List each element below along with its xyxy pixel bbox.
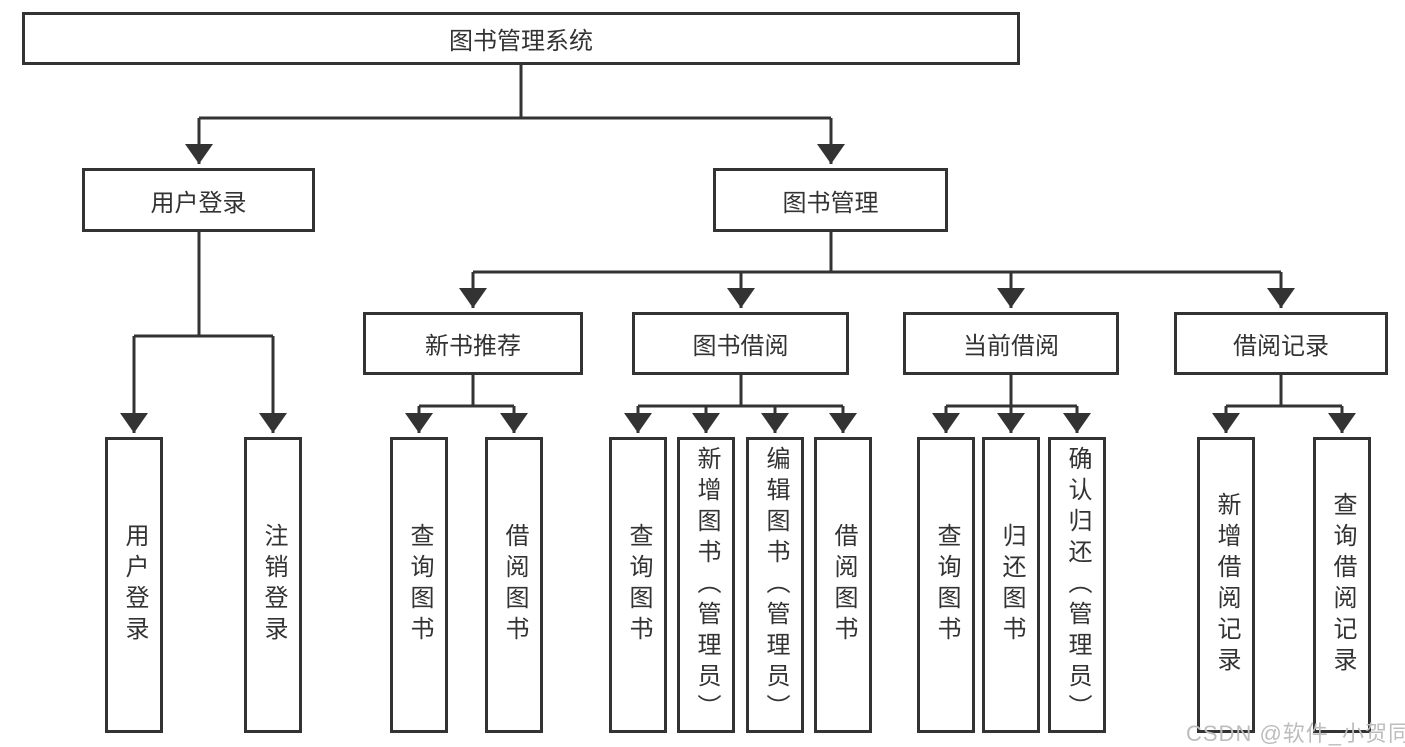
leaf-logout: 注销登录 [244,437,302,733]
leaf-br-query-record: 查询借阅记录 [1313,437,1371,733]
leaf-nb-query-book: 查询图书 [390,437,448,733]
node-user-login: 用户登录 [82,168,315,232]
node-book-borrow: 图书借阅 [632,312,849,375]
csdn-watermark: CSDN @软件_小贺同学 [1186,721,1405,746]
leaf-bb-edit-book: 编辑图书（管理员） [746,437,804,733]
node-book-mgmt: 图书管理 [713,168,948,232]
leaf-nb-borrow-book: 借阅图书 [485,437,543,733]
leaf-br-add-record: 新增借阅记录 [1197,437,1255,733]
leaf-cb-query-book: 查询图书 [917,437,975,733]
leaf-bb-query-book: 查询图书 [609,437,667,733]
leaf-cb-confirm-return: 确认归还（管理员） [1048,437,1106,733]
node-borrow-records: 借阅记录 [1174,312,1388,375]
leaf-bb-borrow-book: 借阅图书 [814,437,872,733]
leaf-user-login: 用户登录 [105,437,163,733]
node-new-book-rec: 新书推荐 [363,312,583,375]
connector-arrows [120,118,1356,433]
leaf-bb-add-book: 新增图书（管理员） [677,437,735,733]
leaf-cb-return-book: 归还图书 [982,437,1040,733]
node-root: 图书管理系统 [22,12,1020,65]
node-current-borrow: 当前借阅 [903,312,1119,375]
